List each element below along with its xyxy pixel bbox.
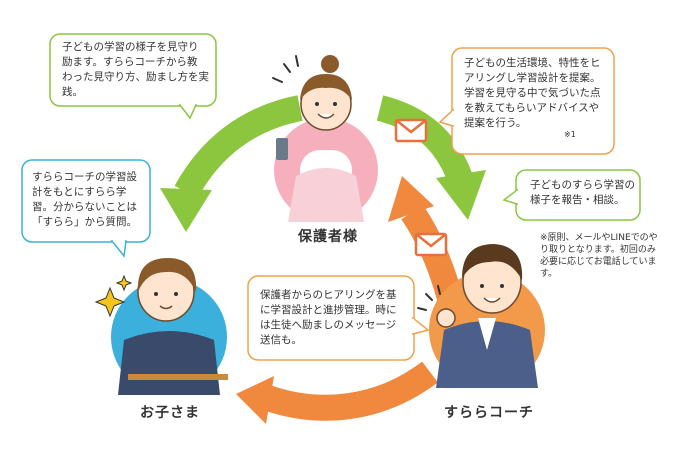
envelope-icon <box>394 118 428 143</box>
role-label-parent: 保護者様 <box>298 229 358 245</box>
bubble-text-child-study: すららコーチの学習設 計をもとにすらら学 習。分からないことは 「すらら」から質… <box>32 171 137 228</box>
bubble-child-study <box>21 159 151 258</box>
bubble-coach-report <box>502 169 641 221</box>
bubble-footnote-mark: ※1 <box>564 130 576 139</box>
bubble-coach-to-child <box>247 275 430 361</box>
parent-illustration <box>272 55 378 222</box>
bubble-text-parent-to-coach: 子どもの生活環境、特性をヒ アリングし学習設計を提案。 学習を見守る中で気づいた… <box>464 57 601 129</box>
bubble-text-parent-to-child: 子どもの学習の様子を見守り 励ます。すららコーチから教 わった見守り方、励まし方… <box>62 41 209 98</box>
bubble-text-coach-to-child: 保護者からのヒアリングを基 に学習設計と進捗管理。時に は生徒へ励ましのメッセー… <box>260 289 397 346</box>
envelope-icon <box>414 232 448 257</box>
child-illustration <box>94 258 228 395</box>
role-label-coach: すららコーチ <box>444 405 534 421</box>
green-arrow-parent-to-coach <box>376 95 486 220</box>
orange-arrow-coach-to-child <box>236 361 438 424</box>
footnote: ※原則、メールやLINEでのや り取りとなります。初回のみ 必要に応じてお電話し… <box>540 233 658 279</box>
green-arrow-parent-to-child <box>160 95 303 232</box>
bubble-text-coach-report: 子どものすらら学習の 様子を報告・相談。 <box>530 179 635 206</box>
coach-illustration <box>417 244 545 388</box>
sparkle-icon <box>94 274 133 318</box>
smartphone-icon <box>276 138 288 160</box>
bubble-parent-to-child <box>49 33 217 120</box>
bubble-parent-to-coach <box>438 47 615 155</box>
role-label-child: お子さま <box>140 405 200 421</box>
